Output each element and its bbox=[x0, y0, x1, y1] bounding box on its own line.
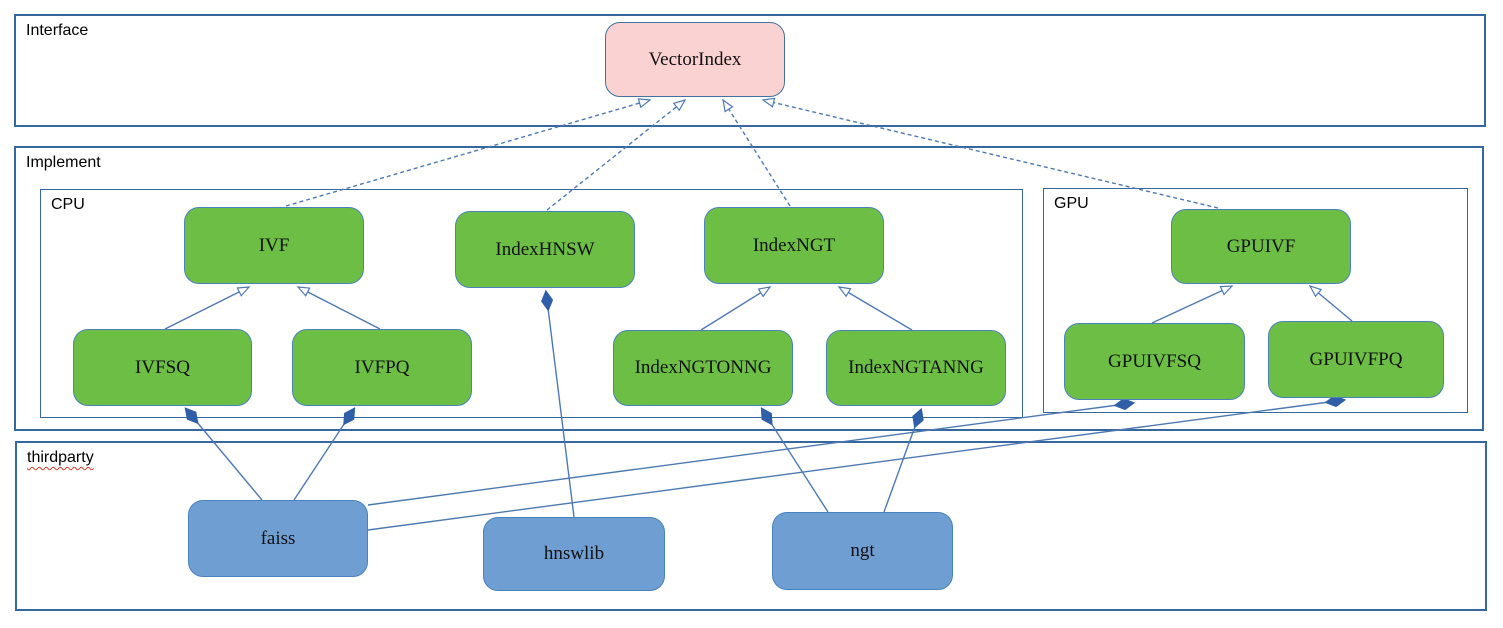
node-hnswlib[interactable]: hnswlib bbox=[483, 517, 665, 591]
group-cpu-label: CPU bbox=[51, 196, 85, 213]
node-faiss[interactable]: faiss bbox=[188, 500, 368, 577]
group-implement-label: Implement bbox=[26, 154, 101, 171]
node-indexngtanng[interactable]: IndexNGTANNG bbox=[826, 330, 1006, 406]
node-ivf[interactable]: IVF bbox=[184, 207, 364, 284]
node-gpuivfpq[interactable]: GPUIVFPQ bbox=[1268, 321, 1444, 398]
group-gpu-label: GPU bbox=[1054, 195, 1089, 212]
node-gpuivfsq[interactable]: GPUIVFSQ bbox=[1064, 323, 1245, 400]
group-interface-label: Interface bbox=[26, 22, 89, 39]
node-gpuivf[interactable]: GPUIVF bbox=[1171, 209, 1351, 284]
node-ivfpq[interactable]: IVFPQ bbox=[292, 329, 472, 406]
node-ngt[interactable]: ngt bbox=[772, 512, 953, 590]
node-indexngtonng[interactable]: IndexNGTONNG bbox=[613, 330, 793, 406]
node-indexhnsw[interactable]: IndexHNSW bbox=[455, 211, 635, 288]
group-thirdparty-label: thirdparty bbox=[27, 449, 94, 466]
node-ivfsq[interactable]: IVFSQ bbox=[73, 329, 252, 406]
node-vectorindex[interactable]: VectorIndex bbox=[605, 22, 785, 97]
node-indexngt[interactable]: IndexNGT bbox=[704, 207, 884, 284]
